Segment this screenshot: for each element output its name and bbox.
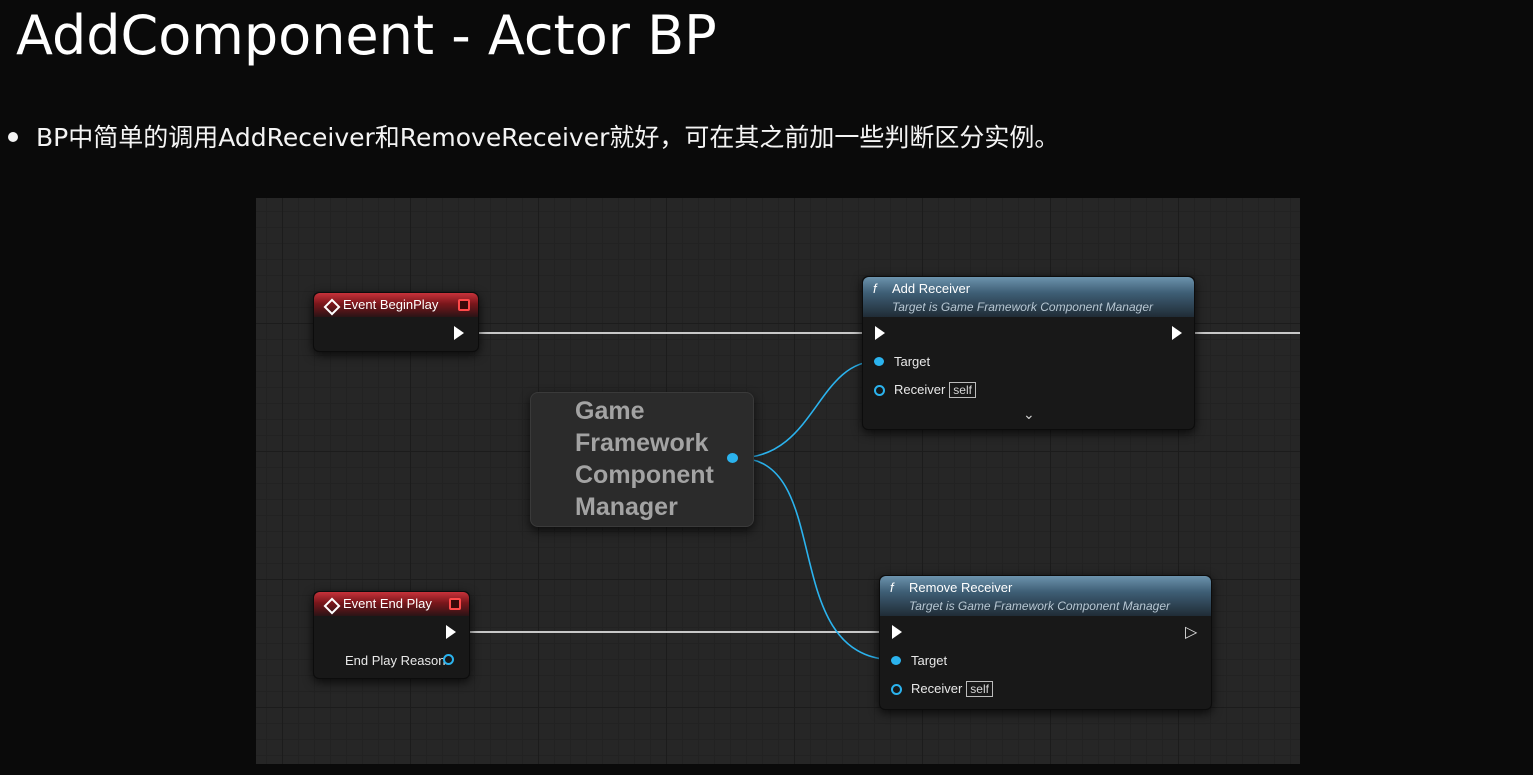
pin-label-receiver-text: Receiver	[894, 382, 946, 397]
variable-node-label: Game Framework Component Manager	[575, 397, 714, 521]
chevron-down-icon[interactable]: ⌄	[1023, 407, 1035, 423]
exec-input-pin[interactable]	[892, 625, 902, 639]
pin-label-end-play-reason: End Play Reason	[345, 653, 446, 668]
exec-output-pin[interactable]	[446, 625, 456, 639]
node-add-receiver[interactable]: f Add Receiver Target is Game Framework …	[862, 276, 1195, 430]
data-wire-gfcm-removereceiver-target	[737, 457, 897, 661]
graph-wires	[462, 332, 1300, 661]
function-icon: f	[873, 281, 877, 296]
node-title: Event End Play	[343, 596, 432, 611]
bullet-text: BP中简单的调用AddReceiver和RemoveReceiver就好，可在其…	[36, 123, 1060, 152]
pin-label-target: Target	[911, 653, 948, 668]
exec-output-pin-unconnected[interactable]: ▷	[1185, 622, 1198, 641]
node-title: Remove Receiver	[909, 580, 1013, 595]
bullet-dot-icon	[8, 132, 18, 142]
node-header: Event BeginPlay	[314, 293, 478, 317]
target-input-pin[interactable]	[891, 656, 901, 665]
node-event-beginplay[interactable]: Event BeginPlay	[313, 292, 479, 352]
pin-label-target: Target	[894, 354, 931, 369]
end-play-reason-pin[interactable]	[443, 654, 454, 665]
node-event-endplay[interactable]: Event End Play End Play Reason	[313, 591, 470, 679]
node-title: Event BeginPlay	[343, 297, 439, 312]
bullet-text-row: BP中简单的调用AddReceiver和RemoveReceiver就好，可在其…	[8, 118, 1059, 154]
node-game-framework-component-manager[interactable]: Game Framework Component Manager	[530, 392, 754, 527]
node-subtitle: Target is Game Framework Component Manag…	[909, 599, 1170, 613]
exec-input-pin[interactable]	[875, 326, 885, 340]
pin-label-receiver-text: Receiver	[911, 681, 963, 696]
node-header: Event End Play	[314, 592, 469, 616]
object-output-pin[interactable]	[727, 453, 738, 463]
node-title: Add Receiver	[892, 281, 971, 296]
exec-output-pin[interactable]	[454, 326, 464, 340]
event-diamond-icon	[323, 298, 341, 316]
receiver-default-self[interactable]: self	[949, 382, 976, 398]
data-wire-gfcm-addreceiver-target	[737, 360, 879, 459]
function-icon: f	[890, 580, 894, 595]
node-remove-receiver[interactable]: f Remove Receiver Target is Game Framewo…	[879, 575, 1212, 710]
receiver-default-self[interactable]: self	[966, 681, 993, 697]
node-subtitle: Target is Game Framework Component Manag…	[892, 300, 1153, 314]
receiver-input-pin[interactable]	[874, 385, 885, 396]
exec-output-pin[interactable]	[1172, 326, 1182, 340]
event-diamond-icon	[323, 597, 341, 615]
node-header: f Remove Receiver Target is Game Framewo…	[880, 576, 1211, 616]
node-header: f Add Receiver Target is Game Framework …	[863, 277, 1194, 317]
receiver-input-pin[interactable]	[891, 684, 902, 695]
slide-title: AddComponent - Actor BP	[16, 4, 717, 67]
target-input-pin[interactable]	[874, 357, 884, 366]
blueprint-graph-canvas[interactable]: Event BeginPlay Event End Play End Play …	[256, 198, 1300, 764]
delegate-pin-icon[interactable]	[458, 299, 470, 311]
delegate-pin-icon[interactable]	[449, 598, 461, 610]
